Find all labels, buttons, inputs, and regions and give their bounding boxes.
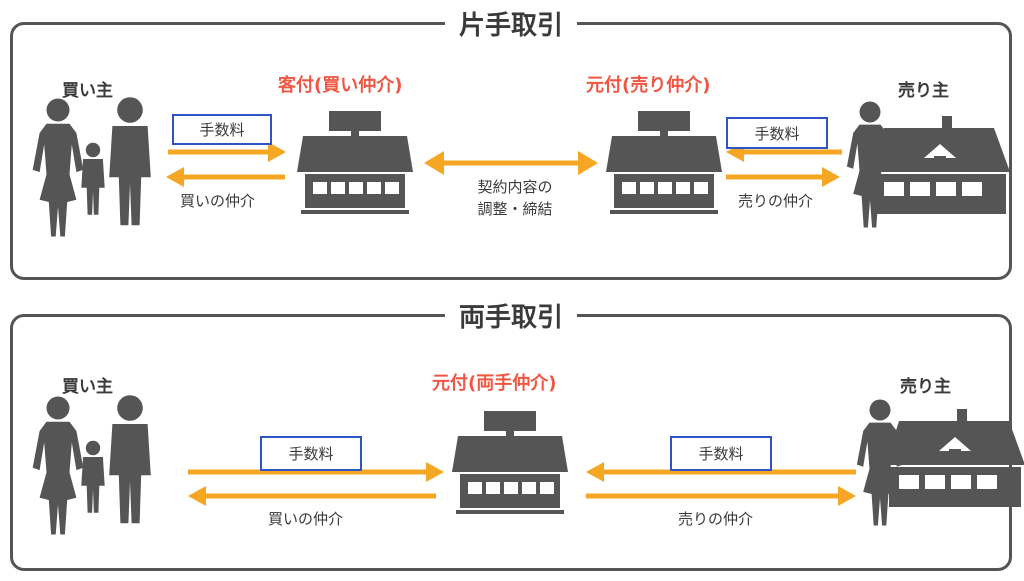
seller-fee-box: 手数料 [726,117,828,149]
seller-broker-label-2: 売りの仲介 [678,510,754,528]
buyer-broker-arrow [166,167,285,187]
seller-label-2: 売り主 [900,377,951,397]
seller-agent-label: 元付(売り仲介) [586,75,711,96]
double-side-title: 両手取引 [444,297,578,334]
single-side-panel: 片手取引 [10,5,1012,280]
double-side-panel: 両手取引 [10,297,1012,571]
seller-broker-label: 売りの仲介 [738,192,814,210]
seller-agent-shop-icon [606,111,722,214]
buyer-agent-label: 客付(買い仲介) [278,75,403,96]
buyer-family-icon [32,97,151,237]
buyer-label: 買い主 [62,81,113,101]
seller-label: 売り主 [898,81,949,101]
seller-fee-label: 手数料 [754,124,800,143]
buyer-fee-box: 手数料 [172,114,272,145]
buyer-broker-arrow-2 [188,486,436,506]
buyer-fee-box-2: 手数料 [260,436,362,471]
contract-label-line2: 調整・締結 [477,200,553,218]
seller-fee-label-2: 手数料 [698,445,744,463]
seller-house-icon-2 [885,409,1024,507]
seller-broker-arrow-2 [586,486,856,506]
contract-label-line1: 契約内容の [477,178,553,196]
seller-broker-arrow [726,167,840,187]
buyer-fee-arrow-2 [188,462,444,482]
dual-agent-label: 元付(両手仲介) [432,373,557,394]
seller-fee-box-2: 手数料 [670,436,772,471]
buyer-fee-label-2: 手数料 [288,445,334,463]
buyer-fee-label: 手数料 [199,121,245,139]
buyer-family-icon-2 [32,395,151,535]
buyer-broker-label: 買いの仲介 [180,192,256,210]
dual-agent-shop-icon [452,411,568,514]
contract-label: 契約内容の 調整・締結 [465,176,565,220]
single-side-title: 片手取引 [444,5,578,42]
buyer-label-2: 買い主 [62,377,113,397]
buyer-broker-label-2: 買いの仲介 [268,510,344,528]
seller-house-icon [870,116,1010,214]
buyer-fee-arrow [168,142,286,162]
buyer-agent-shop-icon [297,111,413,214]
seller-fee-arrow-2 [586,462,856,482]
contract-arrow [424,151,598,175]
